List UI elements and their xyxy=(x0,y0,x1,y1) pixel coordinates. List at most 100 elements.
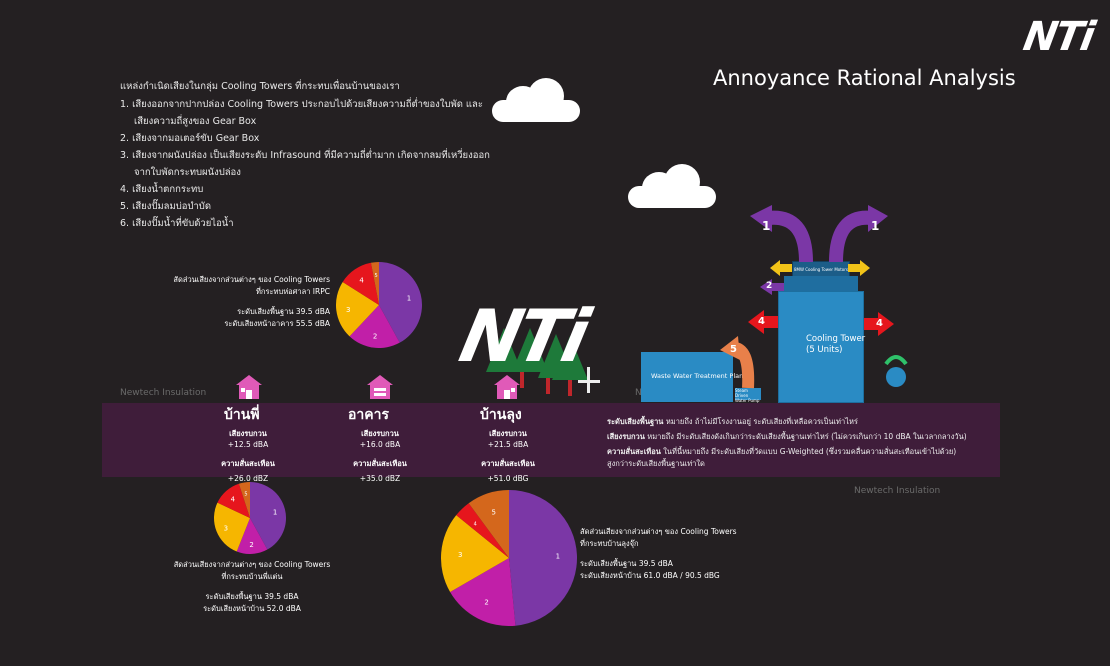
pie-slice-label: 5 xyxy=(491,508,495,516)
arrow-label-2: 2 xyxy=(766,281,773,291)
pie-slice-2 xyxy=(349,305,400,348)
pie-slice-label: 3 xyxy=(224,525,228,533)
curved-arrow-icon xyxy=(767,210,813,263)
curved-arrow-icon xyxy=(829,210,873,263)
noise-value: +12.5 dBA xyxy=(227,440,269,449)
pie-slice-label: 4 xyxy=(231,496,236,504)
caption-line: ที่กระทบห่อศาลา IRPC xyxy=(255,287,330,296)
arrow-label-1: 1 xyxy=(871,219,880,233)
legend-term: เสียงรบกวน xyxy=(607,432,645,441)
pump-icon xyxy=(886,367,906,387)
definitions-legend: ระดับเสียงพื้นฐาน หมายถึง ถ้าไม่มีโรงงาน… xyxy=(607,414,967,468)
pie-slice-label: 1 xyxy=(273,509,277,517)
vibration-label: ความสั่นสะเทือน xyxy=(221,459,275,468)
legend-desc: หมายถึง ถ้าไม่มีโรงงานอยู่ ระดับเสียงที่… xyxy=(665,417,858,426)
caption-line: ที่กระทบบ้านลุงจุ๊ก xyxy=(580,539,639,548)
legend-desc: หมายถึง มีระดับเสียงดังเกินกว่าระดับเสีย… xyxy=(647,432,967,441)
pie-slice-1 xyxy=(509,490,577,626)
caption-line: สัดส่วนเสียงจากส่วนต่างๆ ของ Cooling Tow… xyxy=(173,560,331,569)
arrow-label-4: 4 xyxy=(758,316,765,327)
pie-slice-label: 5 xyxy=(374,273,377,279)
source-item: 4. เสียงน้ำตกกระทบ xyxy=(120,184,204,195)
pie-bottom-left-caption: สัดส่วนเสียงจากส่วนต่างๆ ของ Cooling Tow… xyxy=(172,559,332,615)
source-item: 1. เสียงออกจากปากปล่อง Cooling Towers ปร… xyxy=(120,99,483,110)
tree-trunk xyxy=(520,372,524,388)
pie-slice-5 xyxy=(238,482,250,518)
base-level: ระดับเสียงพื้นฐาน 39.5 dBA xyxy=(237,307,330,316)
arrowhead-icon xyxy=(750,205,772,232)
location-3: บ้านลุง เสียงรบกวน +21.5 dBA ความสั่นสะเ… xyxy=(470,404,546,484)
pie-slice-label: 3 xyxy=(458,551,462,559)
pie-slice-label: 2 xyxy=(373,333,377,341)
legend-desc: ในที่นี้หมายถึง มีระดับเสียงที่วัดแบบ G-… xyxy=(663,447,957,456)
house-icon xyxy=(236,375,262,399)
wwtp-building xyxy=(641,352,733,402)
pie-slice-label: 1 xyxy=(556,553,560,561)
noise-sources-list: แหล่งกำเนิดเสียงในกลุ่ม Cooling Towers ท… xyxy=(120,78,490,232)
arrow-label-4: 4 xyxy=(876,318,883,329)
pump-arrow-icon xyxy=(884,355,908,366)
steam-pump-label: Steam Driven Water Pump xyxy=(735,388,760,403)
pie-slice-2 xyxy=(236,518,268,554)
pie-slice-label: 2 xyxy=(484,599,488,607)
arrow-left-icon xyxy=(770,260,792,276)
location-metrics: เสียงรบกวน +12.5 dBA ความสั่นสะเทือน +26… xyxy=(212,428,284,484)
front-level: ระดับเสียงหน้าบ้าน 52.0 dBA xyxy=(203,604,301,613)
pie-top-caption: สัดส่วนเสียงจากส่วนต่างๆ ของ Cooling Tow… xyxy=(170,274,330,330)
source-item-cont: จากใบพัดกระทบผนังปล่อง xyxy=(134,167,241,178)
legend-term: ระดับเสียงพื้นฐาน xyxy=(607,417,664,426)
location-name: อาคาร xyxy=(348,407,390,423)
cross-icon xyxy=(578,380,600,383)
location-1: บ้านพี่ เสียงรบกวน +12.5 dBA ความสั่นสะเ… xyxy=(212,404,284,484)
source-item: 2. เสียงจากมอเตอร์ขับ Gear Box xyxy=(120,133,260,144)
location-metrics: เสียงรบกวน +16.0 dBA ความสั่นสะเทือน +35… xyxy=(342,428,418,484)
front-level: ระดับเสียงหน้าอาคาร 55.5 dBA xyxy=(224,319,330,328)
base-level: ระดับเสียงพื้นฐาน 39.5 dBA xyxy=(580,559,673,568)
pie-slice-5 xyxy=(370,262,379,305)
pie-slice-3 xyxy=(336,281,379,337)
house-icon xyxy=(494,375,520,399)
arrowhead-icon xyxy=(720,336,740,360)
cloud-icon xyxy=(628,164,716,210)
noise-label: เสียงรบกวน xyxy=(489,429,527,438)
caption-line: ที่กระทบบ้านพี่แต่น xyxy=(221,572,283,581)
pie-slice-label: 3 xyxy=(346,306,350,314)
vibration-value: +26.0 dBZ xyxy=(227,474,269,483)
watermark: Newtech Insulation xyxy=(120,388,207,398)
arrow-right-icon xyxy=(864,312,894,336)
house-icon xyxy=(367,375,393,399)
pie-slice-1 xyxy=(250,482,286,550)
vibration-label: ความสั่นสะเทือน xyxy=(353,459,407,468)
source-item-cont: เสียงความถี่สูงของ Gear Box xyxy=(134,116,257,127)
pie-slice-label: 4 xyxy=(474,522,477,528)
wwtp-label: Waste Water Treatment Plant xyxy=(651,372,746,380)
arrow-left-icon xyxy=(748,310,778,334)
pie-chart-bottom-center: 1 2 3 4 5 xyxy=(441,490,577,626)
pie-slice-4 xyxy=(217,483,250,518)
noise-label: เสียงรบกวน xyxy=(229,429,267,438)
location-2: อาคาร เสียงรบกวน +16.0 dBA ความสั่นสะเทื… xyxy=(342,404,418,484)
vibration-label: ความสั่นสะเทือน xyxy=(481,459,535,468)
tower-line: (5 Units) xyxy=(806,345,843,355)
pie-slice-label: 1 xyxy=(407,294,411,302)
caption-line: สัดส่วนเสียงจากส่วนต่างๆ ของ Cooling Tow… xyxy=(173,275,330,284)
arrow-label-1: 1 xyxy=(762,219,771,233)
sources-heading: แหล่งกำเนิดเสียงในกลุ่ม Cooling Towers ท… xyxy=(120,81,400,92)
noise-value: +21.5 dBA xyxy=(487,440,529,449)
arrow-left-icon xyxy=(760,279,784,295)
location-name: บ้านลุง xyxy=(480,407,522,423)
location-metrics: เสียงรบกวน +21.5 dBA ความสั่นสะเทือน +51… xyxy=(470,428,546,484)
tower-line: Cooling Tower xyxy=(806,334,866,344)
vibration-value: +35.0 dBZ xyxy=(359,474,401,483)
source-item: 5. เสียงปั๊มลมบ่อบำบัด xyxy=(120,201,212,212)
pie-bottom-center-caption: สัดส่วนเสียงจากส่วนต่างๆ ของ Cooling Tow… xyxy=(580,526,737,582)
page-title: Annoyance Rational Analysis xyxy=(713,66,1016,90)
tower-top xyxy=(784,276,858,291)
pie-slice-label: 2 xyxy=(249,541,253,549)
pie-slice-3 xyxy=(214,502,250,552)
noise-label: เสียงรบกวน xyxy=(361,429,399,438)
pie-slice-5 xyxy=(468,490,509,558)
